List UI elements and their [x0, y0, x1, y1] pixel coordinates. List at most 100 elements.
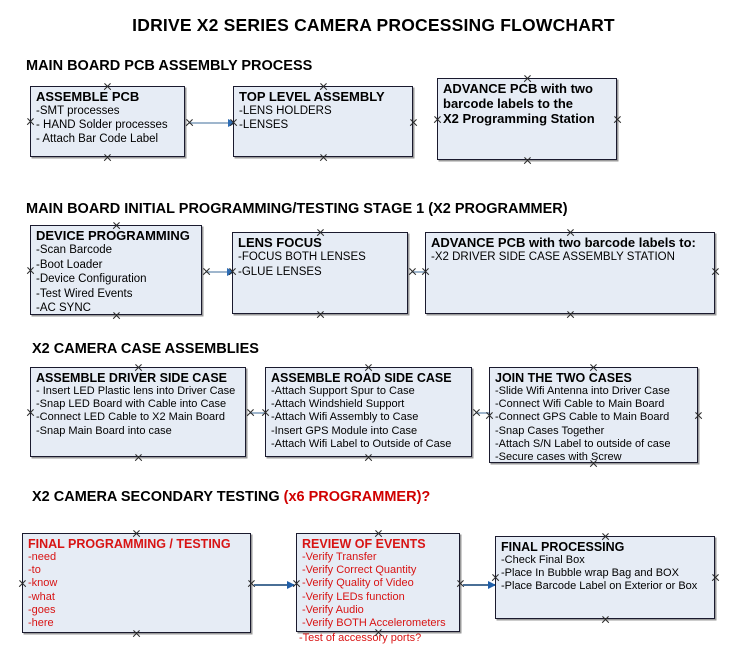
process-box-advance-pcb-programming-station[interactable]: ADVANCE PCB with two barcode labels to t…	[437, 78, 617, 160]
box-title: REVIEW OF EVENTS	[302, 537, 426, 551]
box-title: ASSEMBLE PCB	[36, 89, 140, 104]
arrowhead-icon	[228, 118, 236, 127]
box-lines: -SMT processes - HAND Solder processes -…	[35, 104, 181, 146]
arrowhead-icon	[488, 580, 496, 589]
box-line: -Scan Barcode	[36, 244, 113, 256]
box-lines: -Scan Barcode -Boot Loader -Device Confi…	[35, 243, 198, 316]
section-heading-text: MAIN BOARD PCB ASSEMBLY PROCESS	[26, 58, 313, 74]
box-line: -Connect LED Cable to X2 Main Board	[36, 411, 225, 424]
section-heading-main-board-pcb-assembly: MAIN BOARD PCB ASSEMBLY PROCESS	[26, 58, 312, 74]
box-lines: -need -to -know -what -goes -here	[27, 551, 247, 630]
connector-line	[206, 271, 234, 273]
box-line: -Connect Wifi Cable to Main Board	[495, 398, 665, 411]
process-box-top-level-assembly[interactable]: TOP LEVEL ASSEMBLY -LENS HOLDERS -LENSES	[233, 86, 413, 157]
box-line: -LENSES	[239, 119, 289, 131]
box-line: -Connect GPS Cable to Main Board	[495, 411, 670, 424]
box-line: - Attach Bar Code Label	[36, 133, 159, 145]
box-line: -know	[28, 577, 58, 590]
box-overflow-line: -Test of accessory ports?	[299, 632, 422, 644]
section-heading-text: X2 CAMERA SECONDARY TESTING	[32, 489, 284, 505]
process-box-join-the-two-cases[interactable]: JOIN THE TWO CASES -Slide Wifi Antenna i…	[489, 367, 698, 463]
box-line: -Attach S/N Label to outside of case	[495, 437, 671, 450]
box-title: ADVANCE PCB with two	[443, 81, 593, 96]
box-line: -Attach Wifi Label to Outside of Case	[271, 437, 452, 450]
box-line: -Boot Loader	[36, 258, 103, 271]
box-lines: - Insert LED Plastic lens into Driver Ca…	[35, 385, 242, 438]
box-title-line3: X2 Programming Station	[443, 111, 595, 126]
box-lines: -Attach Support Spur to Case -Attach Win…	[270, 385, 468, 451]
box-line: -Attach Windshield Support	[271, 398, 405, 411]
process-box-lens-focus[interactable]: LENS FOCUS -FOCUS BOTH LENSES -GLUE LENS…	[232, 232, 408, 314]
section-heading-text: X2 CAMERA CASE ASSEMBLIES	[32, 341, 259, 357]
box-title: FINAL PROCESSING	[501, 540, 625, 554]
box-lines: -Slide Wifi Antenna into Driver Case -Co…	[494, 385, 694, 464]
box-lines: -Verify Transfer -Verify Correct Quantit…	[301, 551, 456, 630]
box-title: ASSEMBLE DRIVER SIDE CASE	[36, 371, 228, 385]
box-line: -Check Final Box	[501, 554, 585, 566]
box-title: JOIN THE TWO CASES	[495, 371, 632, 385]
section-heading-text: MAIN BOARD INITIAL PROGRAMMING/TESTING S…	[26, 201, 568, 217]
box-line: -Verify LEDs function	[302, 590, 405, 603]
connector-line	[189, 122, 235, 124]
box-line: -Snap Main Board into case	[36, 424, 172, 437]
box-title: ASSEMBLE ROAD SIDE CASE	[271, 371, 452, 385]
process-box-review-of-events[interactable]: REVIEW OF EVENTS -Verify Transfer -Verif…	[296, 533, 460, 632]
box-line: -here	[28, 617, 54, 630]
box-line: -Verify Correct Quantity	[302, 564, 417, 577]
box-lines: -X2 DRIVER SIDE CASE ASSEMBLY STATION	[430, 250, 711, 265]
box-line: -LENS HOLDERS	[239, 105, 332, 117]
box-title: DEVICE PROGRAMMING	[36, 228, 190, 243]
section-heading-x2-camera-secondary-testing: X2 CAMERA SECONDARY TESTING (x6 PROGRAMM…	[32, 489, 430, 505]
box-line: -Test Wired Events	[36, 287, 133, 300]
box-line: - HAND Solder processes	[36, 119, 168, 131]
box-line: -Slide Wifi Antenna into Driver Case	[495, 385, 670, 397]
box-title-line2: barcode labels to the	[443, 96, 574, 111]
connector-line	[250, 412, 272, 414]
box-line: -Snap Cases Together	[495, 424, 605, 437]
box-line: -what	[28, 590, 55, 603]
process-box-assemble-road-side-case[interactable]: ASSEMBLE ROAD SIDE CASE -Attach Support …	[265, 367, 472, 457]
box-line: -GLUE LENSES	[238, 265, 322, 278]
section-heading-main-board-initial-programming: MAIN BOARD INITIAL PROGRAMMING/TESTING S…	[26, 201, 568, 217]
box-line: -Verify Quality of Video	[302, 577, 414, 590]
section-heading-accent: (x6 PROGRAMMER)?	[283, 489, 431, 505]
connector-line	[463, 584, 495, 586]
arrowhead-icon	[287, 580, 295, 589]
process-box-final-programming-testing[interactable]: FINAL PROGRAMMING / TESTING -need -to -k…	[22, 533, 251, 633]
box-line: -need	[28, 551, 57, 563]
connector-line	[254, 584, 294, 586]
box-line: -FOCUS BOTH LENSES	[238, 251, 366, 263]
box-title: FINAL PROGRAMMING / TESTING	[28, 537, 231, 551]
box-line: -X2 DRIVER SIDE CASE ASSEMBLY STATION	[431, 251, 675, 263]
box-line: -goes	[28, 603, 56, 616]
connector-line	[476, 412, 498, 414]
box-line: -Snap LED Board with Cable into Case	[36, 398, 227, 411]
box-lines: -FOCUS BOTH LENSES -GLUE LENSES	[237, 250, 404, 279]
section-heading-x2-camera-case-assemblies: X2 CAMERA CASE ASSEMBLIES	[32, 341, 259, 357]
process-box-device-programming[interactable]: DEVICE PROGRAMMING -Scan Barcode -Boot L…	[30, 225, 202, 315]
box-line: -to	[28, 564, 41, 577]
box-line: -Verify Audio	[302, 603, 364, 616]
box-line: -AC SYNC	[36, 302, 91, 314]
box-title: LENS FOCUS	[238, 235, 322, 250]
arrowhead-icon	[227, 267, 235, 276]
box-line: -Secure cases with Screw	[495, 451, 622, 464]
box-line: -Verify Transfer	[302, 551, 377, 563]
process-box-assemble-driver-side-case[interactable]: ASSEMBLE DRIVER SIDE CASE - Insert LED P…	[30, 367, 246, 457]
box-line: -Verify BOTH Accelerometers	[302, 617, 446, 630]
process-box-final-processing[interactable]: FINAL PROCESSING -Check Final Box -Place…	[495, 536, 715, 619]
box-line: -Device Configuration	[36, 273, 147, 285]
box-line: -Place Barcode Label on Exterior or Box	[501, 580, 698, 593]
box-title: TOP LEVEL ASSEMBLY	[239, 89, 385, 104]
box-line: -Place In Bubble wrap Bag and BOX	[501, 567, 679, 580]
box-lines: -Check Final Box -Place In Bubble wrap B…	[500, 554, 711, 594]
box-line: -SMT processes	[36, 105, 120, 117]
box-line: -Attach Wifi Assembly to Case	[271, 411, 419, 424]
page-title: IDRIVE X2 SERIES CAMERA PROCESSING FLOWC…	[132, 15, 615, 35]
process-box-advance-pcb-driver-side-case[interactable]: ADVANCE PCB with two barcode labels to: …	[425, 232, 715, 314]
box-line: - Insert LED Plastic lens into Driver Ca…	[36, 385, 236, 397]
box-line: -Insert GPS Module into Case	[271, 424, 418, 437]
process-box-assemble-pcb[interactable]: ASSEMBLE PCB -SMT processes - HAND Solde…	[30, 86, 185, 157]
box-title: ADVANCE PCB with two barcode labels to:	[431, 235, 696, 250]
